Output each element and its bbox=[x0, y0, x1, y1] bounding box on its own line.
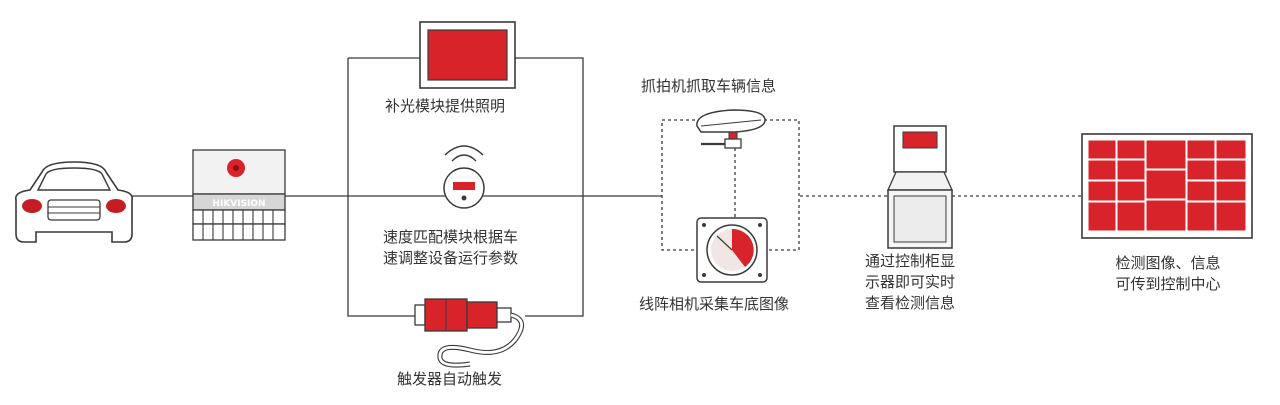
fill-light-label: 补光模块提供照明 bbox=[385, 97, 506, 115]
cabinet-label-line1: 通过控制柜显 bbox=[865, 252, 956, 270]
line-camera-label: 线阵相机采集车底图像 bbox=[639, 295, 790, 313]
capture-camera-icon bbox=[696, 109, 766, 149]
cabinet-label-line2: 示器即可实时 bbox=[865, 273, 956, 291]
trigger-label: 触发器自动触发 bbox=[397, 370, 503, 388]
cabinet-label-line3: 查看检测信息 bbox=[865, 294, 956, 312]
capture-label: 抓拍机抓取车辆信息 bbox=[641, 77, 777, 95]
control-center-label-line2: 可传到控制中心 bbox=[1115, 275, 1221, 293]
line-scan-camera-icon bbox=[696, 217, 768, 283]
control-center-label-line1: 检测图像、信息 bbox=[1115, 254, 1221, 272]
speed-match-label-line2: 速调整设备运行参数 bbox=[383, 249, 519, 267]
trigger-sensor-icon bbox=[414, 298, 524, 368]
brand-logo-text: HIKVISION bbox=[212, 199, 265, 209]
speed-sensor-icon bbox=[443, 145, 485, 209]
car-front-icon bbox=[14, 161, 134, 243]
control-loop-line bbox=[347, 57, 584, 317]
control-cabinet-icon bbox=[886, 125, 954, 249]
video-wall-icon bbox=[1081, 133, 1253, 239]
speed-match-label-line1: 速度匹配模块根据车 bbox=[383, 228, 519, 246]
under-vehicle-scanner-icon: HIKVISION bbox=[192, 149, 286, 241]
fill-light-monitor-icon bbox=[419, 21, 516, 89]
